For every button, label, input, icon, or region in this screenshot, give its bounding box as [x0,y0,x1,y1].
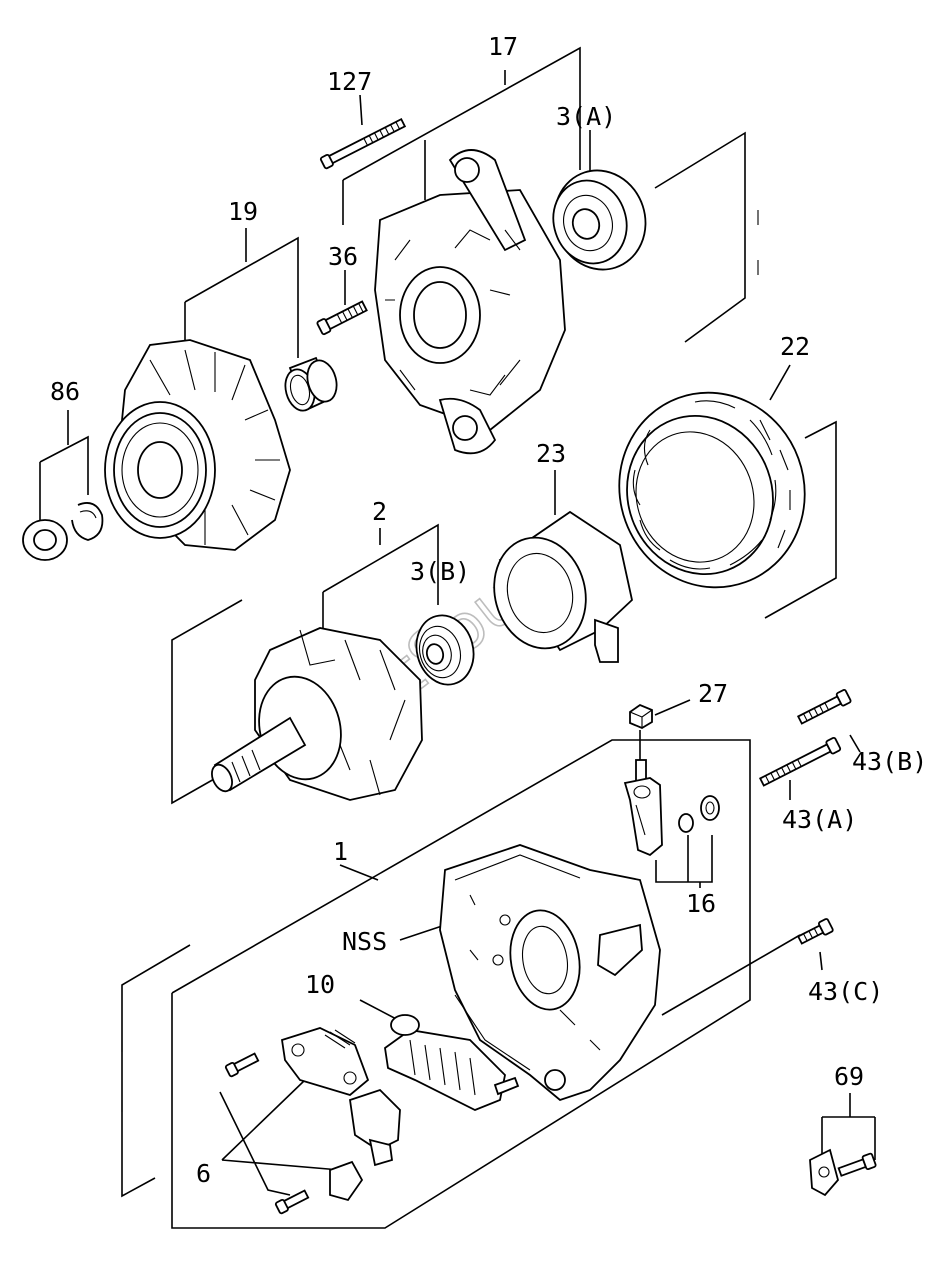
label-nss: NSS [342,927,387,956]
bolt-43c-icon [796,918,834,945]
label-3b: 3(B) [410,557,470,586]
brush-holder-10-icon [384,1014,520,1111]
leader-lines [39,46,876,1229]
bolt-127-icon [319,117,407,170]
label-10: 10 [305,970,335,999]
terminal-16-icon [623,759,720,857]
label-3a: 3(A) [556,102,616,131]
clip-69-icon [809,1148,877,1197]
nut-27-icon [629,703,653,730]
label-127: 127 [327,67,372,96]
regulator-icon [280,1027,401,1202]
bolt-43b-icon [796,689,852,725]
callout-labels: 17 127 3(A) 19 36 22 86 23 2 3(B) 27 43(… [50,32,927,1188]
label-16: 16 [686,889,716,918]
label-22: 22 [780,332,810,361]
screw-6-icon [224,1052,260,1078]
label-6: 6 [196,1159,211,1188]
nut-86-icon [22,502,104,561]
screw-6b-icon [274,1189,310,1215]
bearing-3a-icon [552,169,647,271]
front-housing-icon [374,149,566,455]
stator-icon [618,391,806,589]
label-17: 17 [488,32,518,61]
label-69: 69 [834,1062,864,1091]
label-27: 27 [698,679,728,708]
label-43b: 43(B) [852,747,927,776]
label-2: 2 [372,497,387,526]
label-1: 1 [333,837,348,866]
label-23: 23 [536,439,566,468]
bolt-43a-icon [758,736,842,787]
label-19: 19 [228,197,258,226]
fan-pulley-icon [104,339,291,551]
rotor-icon [211,627,423,801]
rear-insulator-icon [493,510,633,663]
rear-housing-icon [439,844,661,1102]
bolt-36-icon [316,300,368,336]
bearing-3b-icon [415,614,475,686]
label-43a: 43(A) [782,805,857,834]
label-86: 86 [50,377,80,406]
label-43c: 43(C) [808,977,883,1006]
spacer-ring-icon [284,356,338,412]
label-36: 36 [328,242,358,271]
